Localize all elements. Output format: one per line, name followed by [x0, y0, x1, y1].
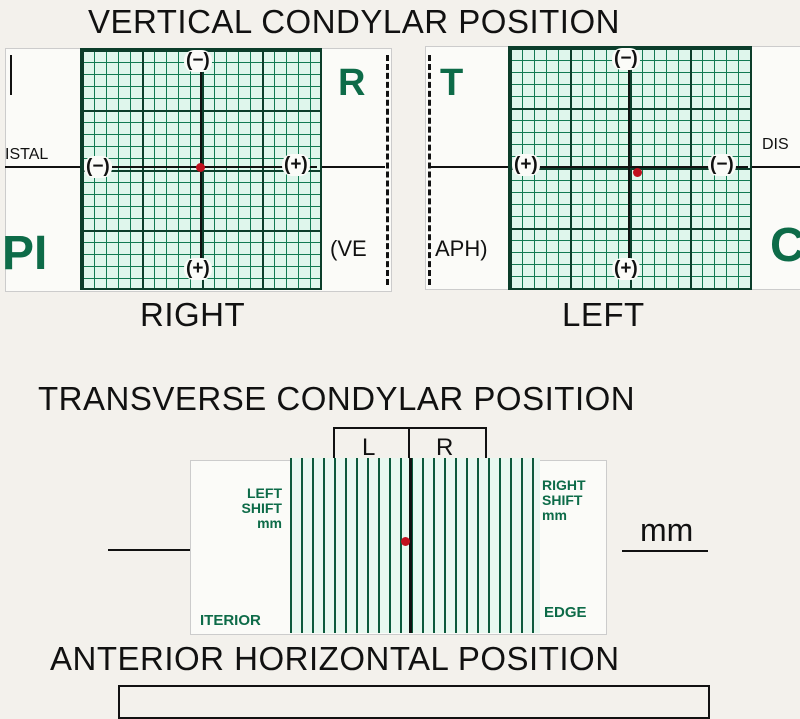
cut-line	[428, 55, 431, 285]
right-shift-line: mm	[542, 507, 567, 523]
anterior-title: ANTERIOR HORIZONTAL POSITION	[50, 640, 620, 677]
axis-line	[108, 549, 192, 551]
distal-label: ISTAL	[5, 146, 49, 163]
minus-top-label: (−)	[612, 48, 640, 70]
plus-left-label: (+)	[512, 154, 540, 176]
mm-input-line[interactable]	[622, 550, 708, 552]
vertical-title: VERTICAL CONDYLAR POSITION	[88, 3, 620, 40]
transverse-title: TRANSVERSE CONDYLAR POSITION	[38, 380, 636, 417]
r-letter: R	[338, 62, 366, 104]
partial-big-label: PI	[2, 227, 48, 280]
distal-label: DIS	[762, 136, 789, 153]
edge-label: EDGE	[544, 604, 587, 621]
box-right-label: R	[436, 434, 454, 461]
plus-bottom-label: (+)	[612, 258, 640, 280]
partial-label: APH)	[435, 236, 488, 261]
anterior-box	[118, 685, 710, 719]
left-shift-line: mm	[257, 515, 282, 531]
vertical-axis	[628, 60, 630, 270]
axis-line	[320, 166, 385, 168]
transverse-scale	[290, 458, 540, 633]
horizontal-axis	[512, 166, 748, 168]
right-label: RIGHT	[140, 296, 246, 333]
minus-top-label: (−)	[184, 50, 212, 72]
axis-line	[430, 166, 510, 168]
plus-bottom-label: (+)	[184, 258, 212, 280]
lr-divider	[408, 427, 410, 461]
box-left-label: L	[362, 434, 376, 461]
center-line	[409, 458, 412, 633]
position-marker	[196, 163, 205, 172]
anterior-partial-label: ITERIOR	[200, 612, 261, 629]
minus-left-label: (−)	[84, 156, 112, 178]
partial-big-label: C	[770, 219, 800, 272]
left-shift-line: SHIFT	[241, 500, 282, 516]
minus-right-label: (−)	[708, 154, 736, 176]
cut-line	[386, 55, 389, 285]
position-marker	[401, 537, 410, 546]
axis-line	[5, 166, 85, 168]
right-shift-line: RIGHT	[542, 477, 586, 493]
lr-box	[333, 427, 487, 463]
left-shift-line: LEFT	[247, 485, 282, 501]
position-marker	[633, 168, 642, 177]
axis-line	[750, 166, 800, 168]
mm-unit-label: mm	[640, 512, 694, 548]
left-label: LEFT	[562, 296, 645, 333]
t-letter: T	[440, 62, 464, 104]
tick-mark	[10, 55, 12, 95]
plus-right-label: (+)	[282, 154, 310, 176]
partial-label: (VE	[330, 236, 367, 261]
right-shift-line: SHIFT	[542, 492, 583, 508]
